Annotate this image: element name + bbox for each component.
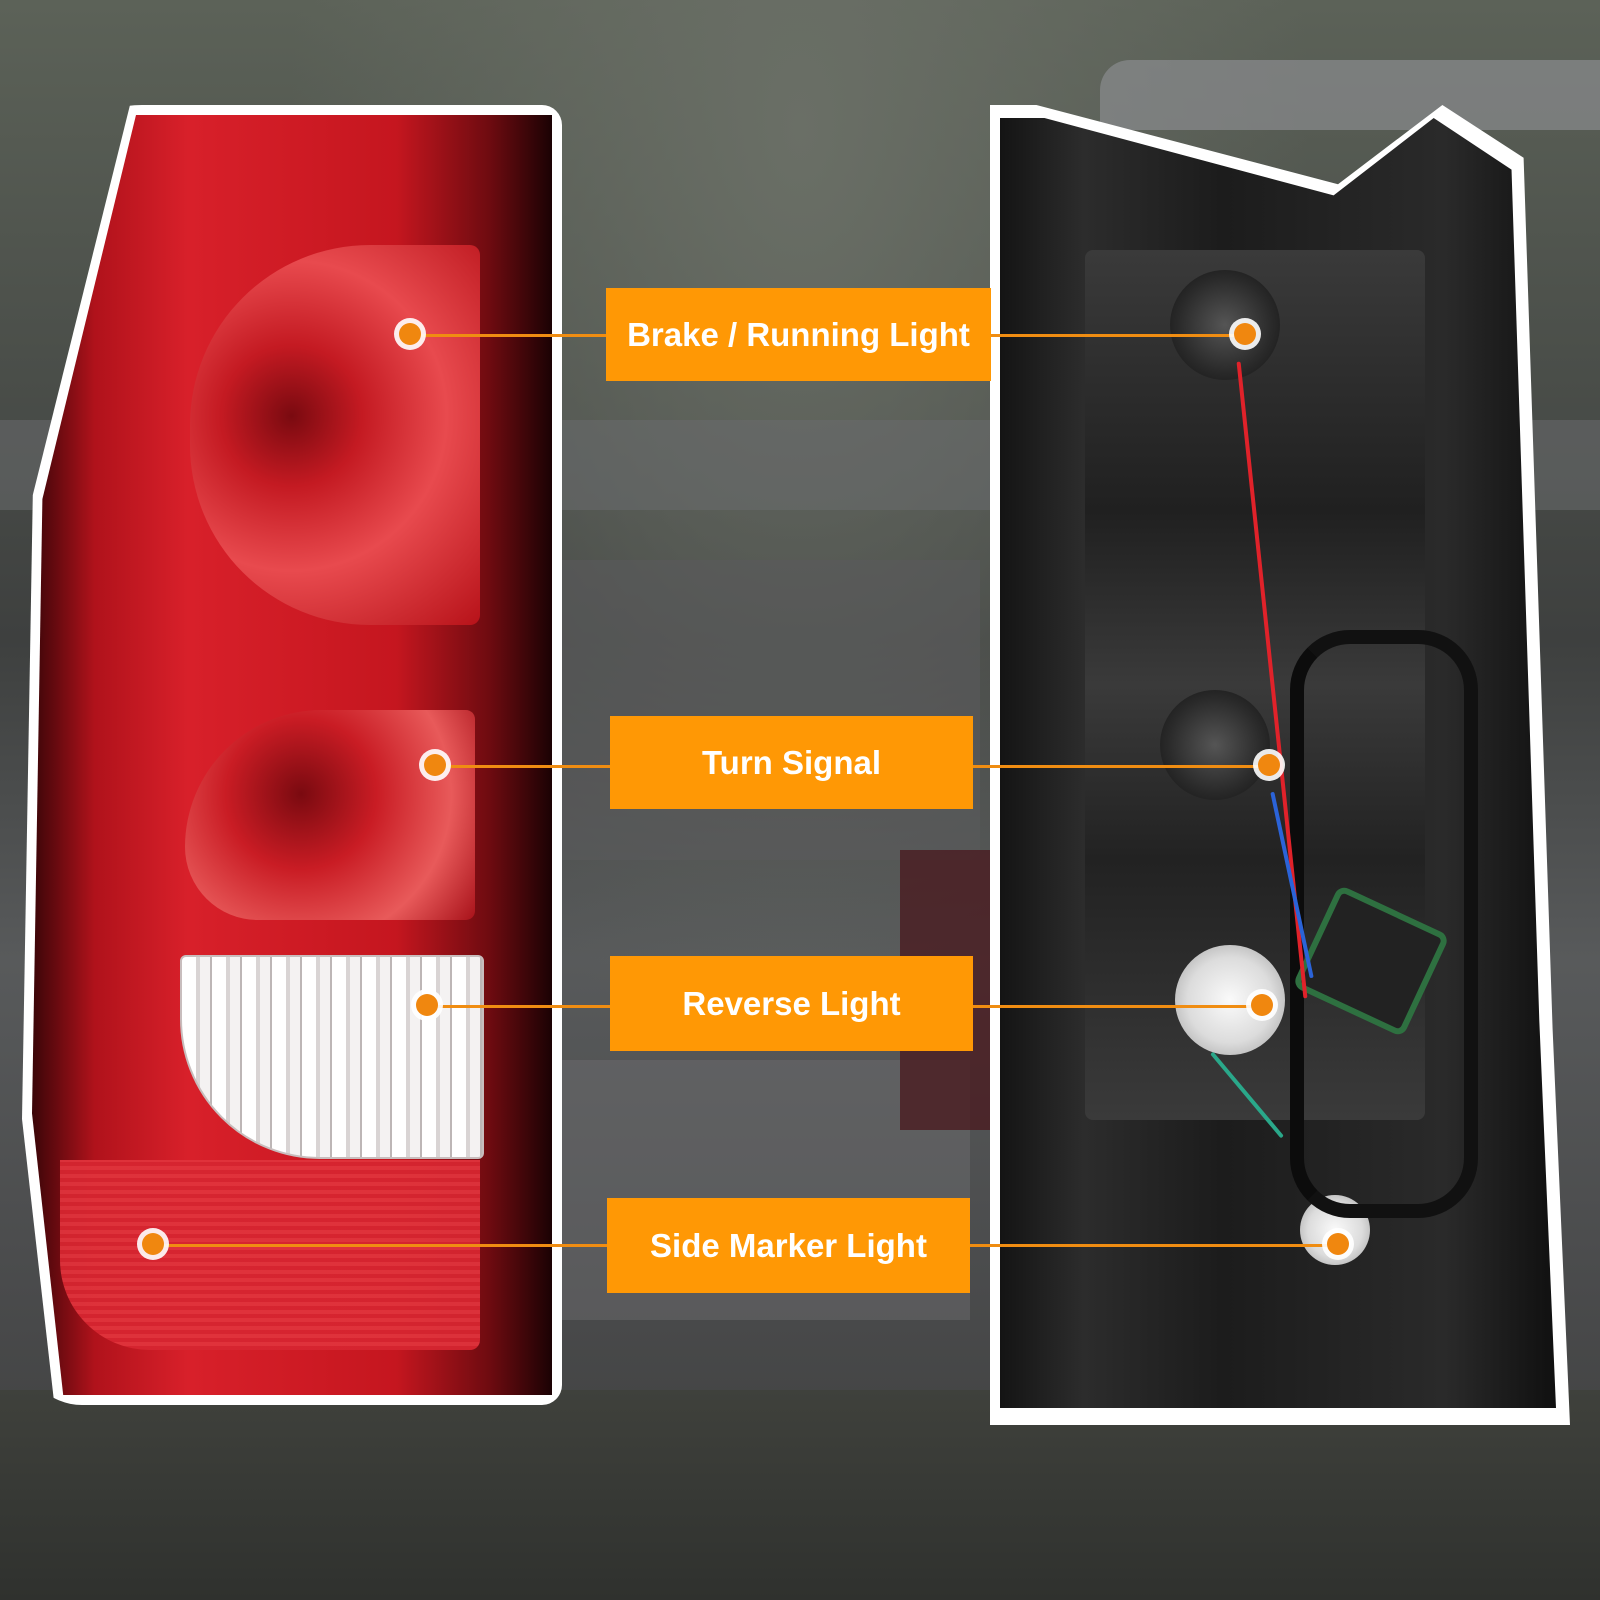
marker-dot [416, 994, 438, 1016]
side-marker-lens [60, 1160, 480, 1350]
leader-line-right [973, 1005, 1262, 1008]
marker-dot [424, 754, 446, 776]
turn-signal-lens [185, 710, 475, 920]
background-truck-roof [1100, 60, 1600, 130]
leader-line-left [410, 334, 606, 337]
background-bumper [560, 560, 980, 860]
marker-dot [142, 1233, 164, 1255]
marker-dot [1327, 1233, 1349, 1255]
brake-bulb-socket [1170, 270, 1280, 380]
leader-line-right [973, 765, 1269, 768]
marker-dot [1251, 994, 1273, 1016]
callout-label: Reverse Light [610, 956, 973, 1051]
leader-line-left [153, 1244, 608, 1247]
callout-label: Turn Signal [610, 716, 973, 809]
marker-dot [399, 323, 421, 345]
callout-label: Side Marker Light [607, 1198, 970, 1293]
leader-line-left [427, 1005, 610, 1008]
reverse-light-lens [180, 955, 484, 1159]
leader-line-right [990, 334, 1244, 337]
marker-dot [1234, 323, 1256, 345]
marker-dot [1258, 754, 1280, 776]
brake-running-lens [190, 245, 480, 625]
turn-bulb-socket [1160, 690, 1270, 800]
background-grass [0, 1390, 1600, 1600]
leader-line-left [435, 765, 610, 768]
callout-label: Brake / Running Light [606, 288, 991, 381]
leader-line-right [970, 1244, 1338, 1247]
